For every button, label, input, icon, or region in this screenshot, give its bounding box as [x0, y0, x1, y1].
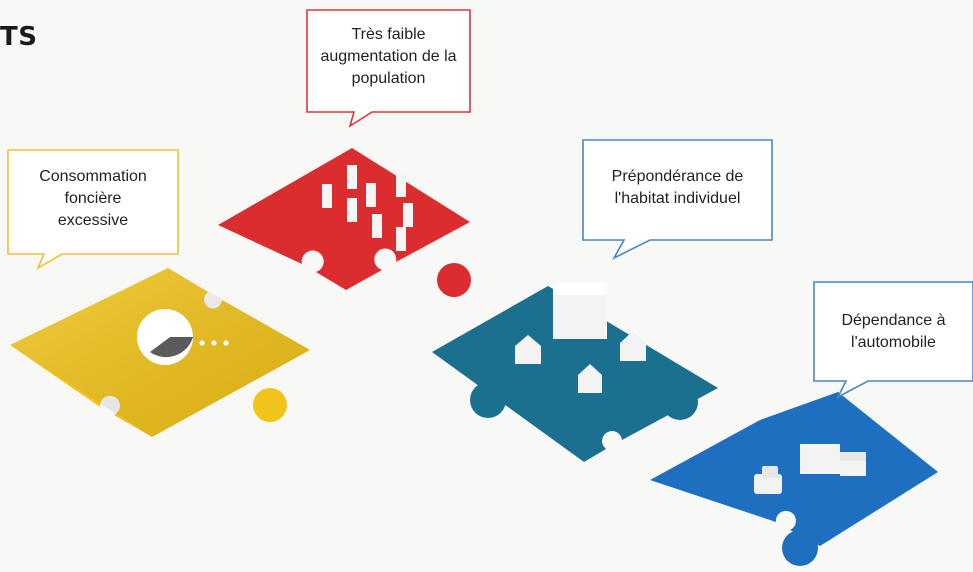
puzzle-piece-blue — [650, 392, 938, 566]
puzzle-piece-red — [218, 148, 471, 297]
puzzle-piece-teal — [432, 286, 718, 462]
callout-line: Très faible — [351, 26, 426, 43]
callout-housing-text: Prépondérance de l'habitat individuel — [583, 166, 772, 210]
callout-housing — [582, 139, 773, 260]
callout-population — [306, 9, 471, 128]
houses-icon — [515, 283, 646, 393]
callout-land — [7, 149, 179, 270]
callout-line: l'automobile — [851, 334, 936, 351]
people-icon — [322, 165, 413, 251]
callout-line: Dépendance à — [841, 312, 946, 329]
callout-car — [813, 281, 973, 399]
puzzle-tab-blue — [782, 530, 818, 566]
sphere-icon — [137, 309, 229, 365]
callout-line: population — [351, 70, 426, 87]
callout-line: Consommation — [39, 168, 147, 185]
callout-line: excessive — [57, 212, 129, 229]
vehicles-icon — [754, 444, 866, 494]
callout-car-text: Dépendance à l'automobile — [814, 310, 973, 354]
callout-line: foncière — [64, 190, 122, 207]
callout-line: augmentation de la — [320, 48, 457, 65]
puzzle-tab-teal-left — [470, 382, 506, 418]
callout-population-text: Très faible augmentation de la population — [307, 24, 470, 90]
puzzle-tab-teal-right — [662, 384, 698, 420]
callout-land-text: Consommation foncière excessive — [8, 166, 178, 232]
puzzle-tab-yellow — [253, 388, 287, 422]
page-title: TS — [0, 22, 38, 52]
callout-line: Prépondérance de — [611, 168, 744, 185]
puzzle-tab-red — [437, 263, 471, 297]
callout-line: l'habitat individuel — [614, 190, 741, 207]
